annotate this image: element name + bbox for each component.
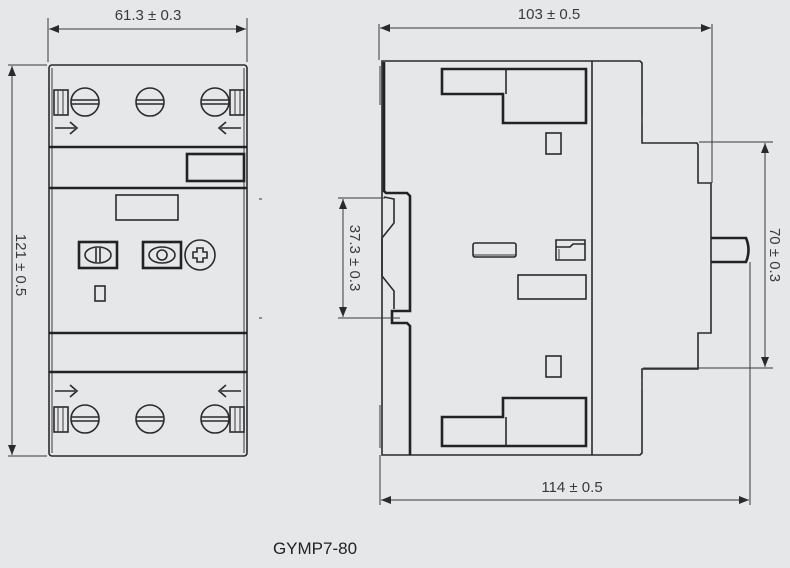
top-dimension-label: 103 ± 0.5 (518, 6, 580, 23)
adjust-screw-icon (184, 239, 216, 271)
bottom-dimension-label: 114 ± 0.5 (541, 479, 602, 496)
arrow-left-icon (217, 384, 241, 398)
height-dimension-label: 121 ± 0.5 (12, 234, 29, 296)
depth-dimension-label: 70 ± 0.3 (766, 228, 783, 282)
top-terminals (53, 87, 245, 135)
bottom-terminals (53, 384, 245, 434)
arrow-right-icon (55, 121, 79, 135)
front-view: 61.3 ± 0.3 121 ± 0.5 (8, 7, 262, 457)
width-dimension-label: 61.3 ± 0.3 (115, 7, 182, 24)
on-button (141, 240, 183, 270)
rail-dimension-label: 37.3 ± 0.3 (346, 225, 363, 292)
arrow-left-icon (217, 121, 241, 135)
model-caption: GYMP7-80 (273, 539, 357, 558)
side-view: 103 ± 0.5 37.3 ± 0.3 (338, 6, 783, 505)
off-button (77, 240, 119, 270)
arrow-right-icon (55, 384, 79, 398)
